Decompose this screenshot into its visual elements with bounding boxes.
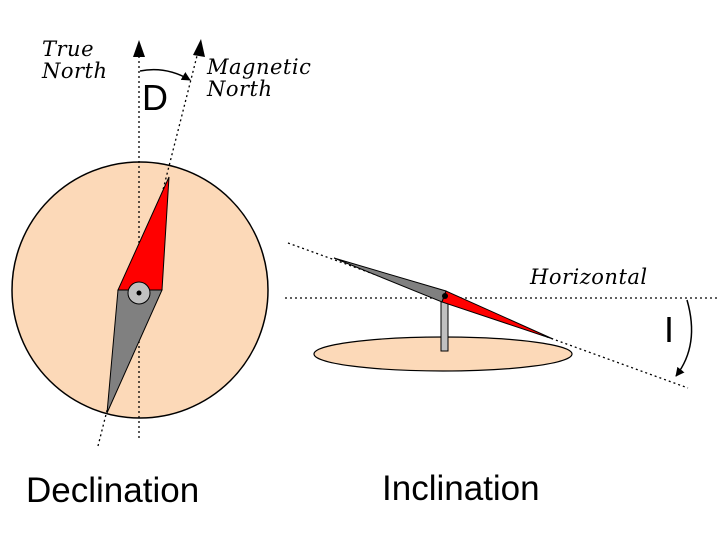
inclination-symbol: I — [664, 309, 675, 350]
declination-symbol: D — [142, 77, 168, 118]
magnetic-north-arrow-icon — [193, 39, 205, 57]
true-north-label-line2: North — [42, 59, 108, 83]
magnetic-north-label: Magnetic North — [207, 56, 311, 100]
magnetic-north-label-line2: North — [207, 77, 273, 101]
support-post — [440, 297, 449, 352]
true-north-arrow-icon — [133, 40, 145, 57]
field-direction-line — [287, 242, 689, 389]
inclination-angle-arc — [675, 299, 693, 377]
magnetic-north-label-line1: Magnetic — [207, 55, 312, 79]
compass-pivot-center — [136, 290, 142, 296]
declination-angle-arc — [139, 68, 191, 81]
true-north-label: True North — [42, 38, 108, 82]
declination-caption: Declination — [26, 471, 200, 510]
inclination-panel — [285, 242, 718, 389]
true-north-label-line1: True — [42, 37, 94, 61]
dip-pivot — [442, 293, 448, 299]
magnetic-north-line — [97, 43, 201, 447]
dip-needle-south — [333, 257, 447, 303]
horizontal-label: Horizontal — [530, 265, 648, 289]
declination-panel — [11, 39, 269, 447]
inclination-caption: Inclination — [382, 469, 540, 508]
